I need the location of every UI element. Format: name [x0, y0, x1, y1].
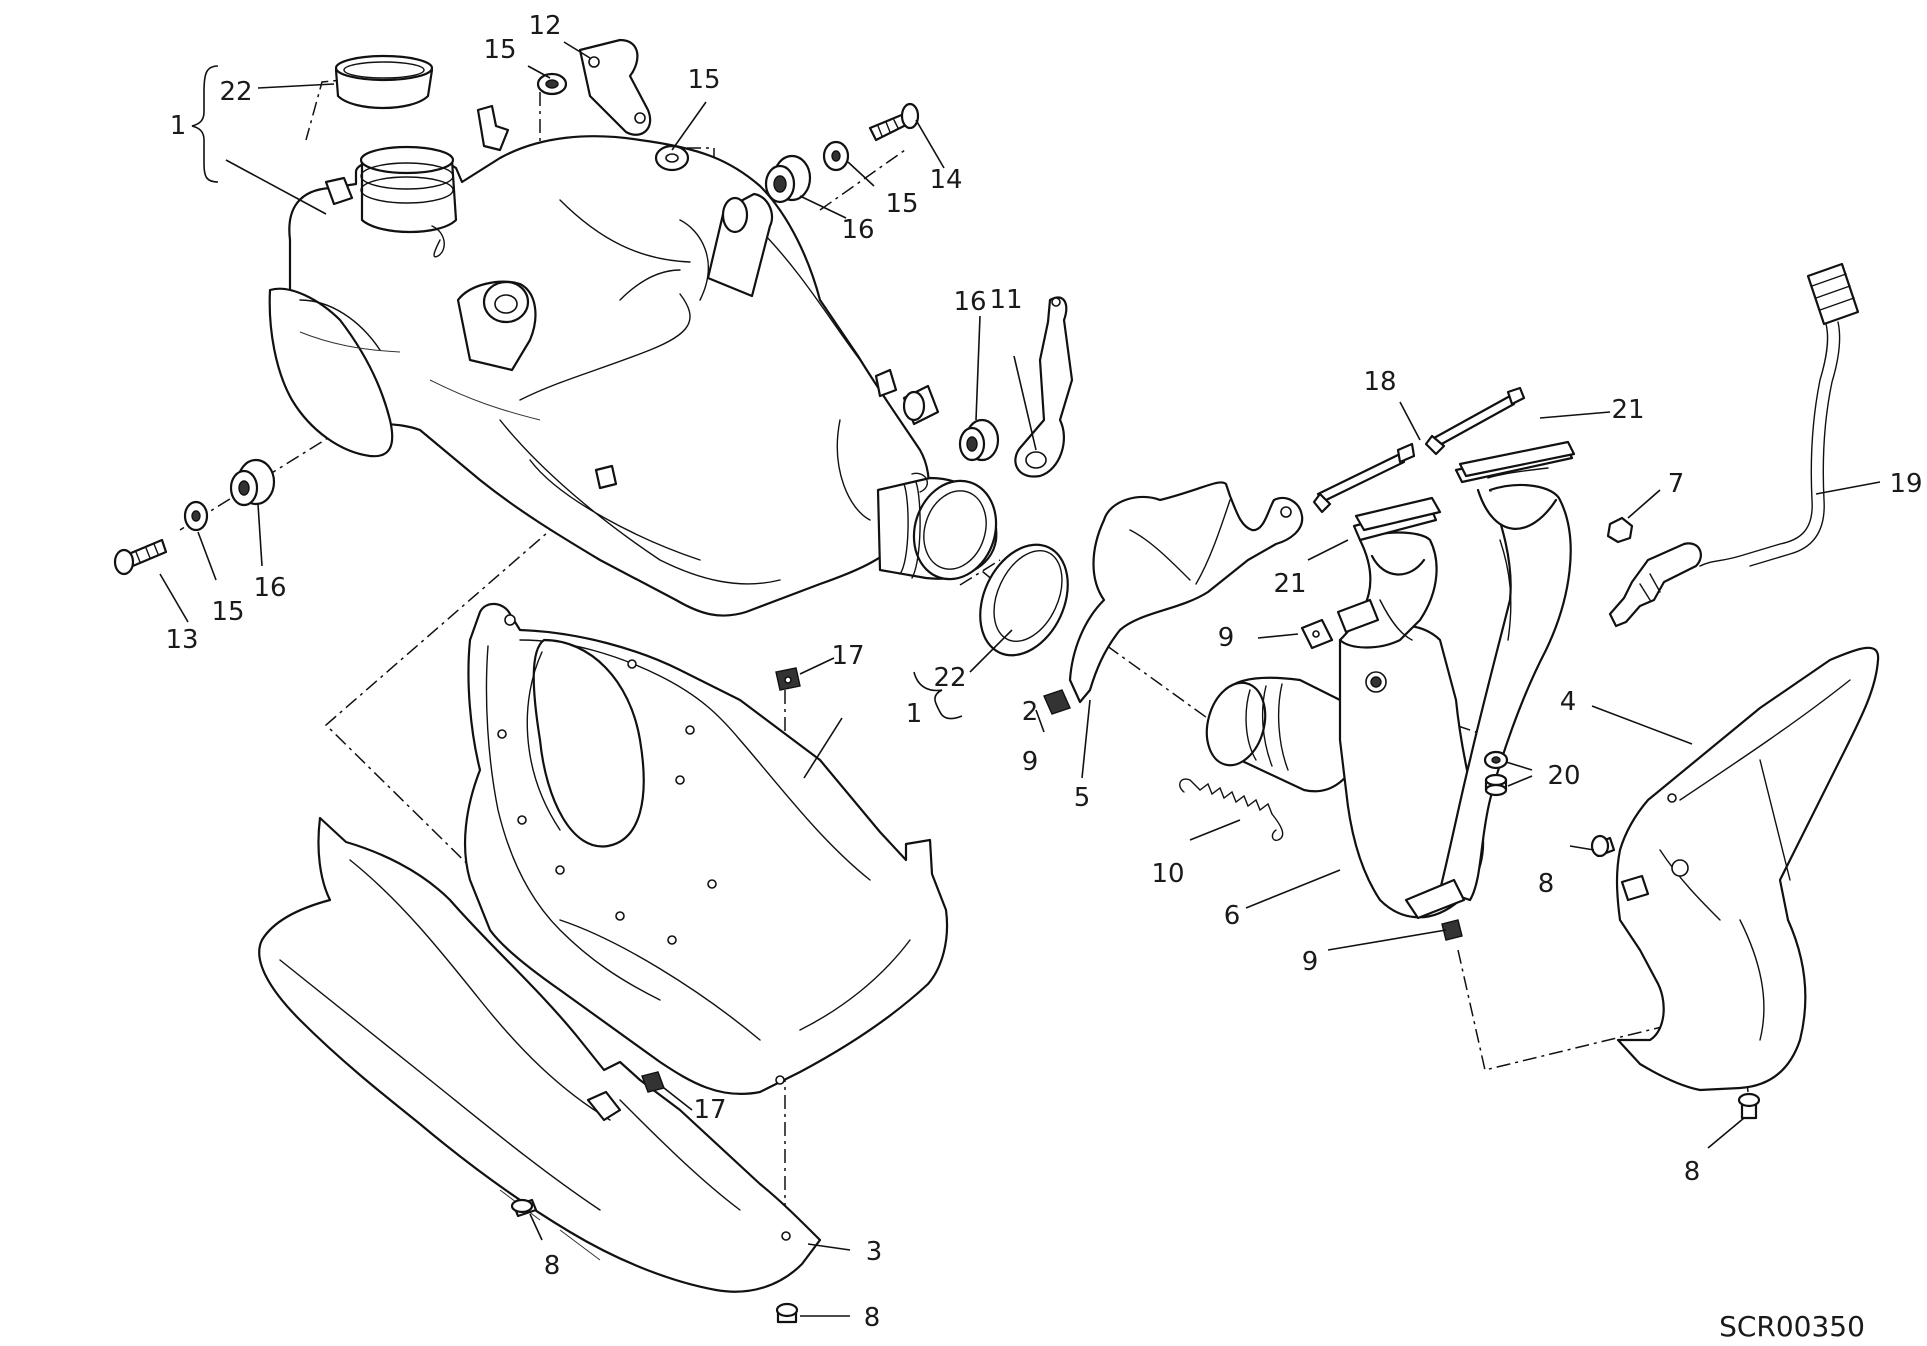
- callout-1-top: 1: [170, 111, 187, 141]
- washer-15-top: [822, 140, 850, 172]
- clip-17-top: [775, 667, 801, 691]
- clamp-ring-lower: [979, 543, 1069, 657]
- grommet-16-outlet: [958, 418, 1000, 462]
- right-heat-shield-4: [1615, 646, 1880, 1092]
- nut-7: [1606, 516, 1634, 544]
- heat-strip-18-right: [1424, 394, 1516, 456]
- heat-strip-18-left: [1312, 452, 1406, 514]
- callout-16-top: 16: [841, 215, 874, 245]
- clip-9-a: [1043, 689, 1071, 715]
- callout-17-lower: 17: [693, 1095, 726, 1125]
- washer-15-left: [183, 500, 209, 532]
- strap-11: [1014, 296, 1074, 478]
- lower-cover-3: [258, 816, 822, 1293]
- callout-20: 20: [1547, 761, 1580, 791]
- callout-4: 4: [1560, 687, 1577, 717]
- callout-15-left: 15: [211, 597, 244, 627]
- callout-10: 10: [1151, 859, 1184, 889]
- leader-lines: [159, 41, 1881, 1317]
- callout-22-lower: 22: [933, 663, 966, 693]
- callout-15-left-top: 15: [483, 35, 516, 65]
- heat-strip-18-tops: [1396, 386, 1526, 464]
- callout-14: 14: [929, 165, 962, 195]
- bolt-14: [868, 102, 920, 142]
- washer-20: [1483, 750, 1509, 770]
- grommet-16-top: [764, 154, 812, 204]
- heat-shield-2: [463, 602, 949, 1096]
- callout-17-top: 17: [831, 641, 864, 671]
- clip-9-b: [1300, 618, 1334, 650]
- washer-15-mid: [654, 144, 690, 172]
- screw-8-b: [775, 1302, 799, 1324]
- callout-9-upper: 9: [1218, 623, 1235, 653]
- bracket-12: [578, 38, 652, 136]
- spring-10: [1179, 778, 1284, 842]
- bolt-20: [1484, 773, 1508, 797]
- callout-8-bottom: 8: [864, 1303, 881, 1333]
- clamp-ring-top: [334, 54, 434, 110]
- callout-12: 12: [528, 11, 561, 41]
- callout-15-right-top: 15: [885, 189, 918, 219]
- lambda-sensor-19: [1608, 262, 1860, 628]
- callout-18: 18: [1363, 367, 1396, 397]
- callout-2: 2: [1022, 697, 1039, 727]
- callout-8-left: 8: [544, 1251, 561, 1281]
- callout-6: 6: [1224, 901, 1241, 931]
- grommet-16-left: [229, 458, 276, 507]
- callout-11: 11: [989, 285, 1022, 315]
- callout-22-top: 22: [219, 77, 252, 107]
- screw-8-c: [1590, 834, 1616, 858]
- silencer-body: [268, 104, 998, 617]
- callout-21-right: 21: [1611, 395, 1644, 425]
- screw-8-a: [510, 1198, 538, 1218]
- spacer-outlet: [902, 384, 940, 426]
- callouts: 1 22 12 15 15 14 15 16 16 11 13 15 16 18…: [165, 11, 1922, 1333]
- drawing-code: SCR00350: [1719, 1310, 1865, 1343]
- callout-19: 19: [1889, 469, 1922, 499]
- callout-5: 5: [1074, 783, 1091, 813]
- callout-9-mid: 9: [1022, 747, 1039, 777]
- callout-3: 3: [866, 1237, 883, 1267]
- callout-9-lower: 9: [1302, 947, 1319, 977]
- callout-8-right: 8: [1538, 869, 1555, 899]
- mid-heat-shield: [1068, 481, 1304, 704]
- clip-9-c: [1441, 919, 1463, 941]
- callout-15-mid-top: 15: [687, 65, 720, 95]
- exhaust-header-6: [1205, 440, 1576, 920]
- callout-21-left: 21: [1273, 569, 1306, 599]
- bolt-13: [113, 538, 168, 576]
- callout-16-left: 16: [253, 573, 286, 603]
- brace-1-lower: [913, 671, 963, 720]
- callout-16-outlet: 16: [953, 287, 986, 317]
- brace-1-top: [191, 65, 219, 183]
- callout-7: 7: [1668, 469, 1685, 499]
- screw-8-d: [1737, 1092, 1761, 1120]
- callout-13: 13: [165, 625, 198, 655]
- grommet-15-top: [536, 72, 568, 96]
- callout-8-far-right: 8: [1684, 1157, 1701, 1187]
- callout-1-lower: 1: [906, 699, 923, 729]
